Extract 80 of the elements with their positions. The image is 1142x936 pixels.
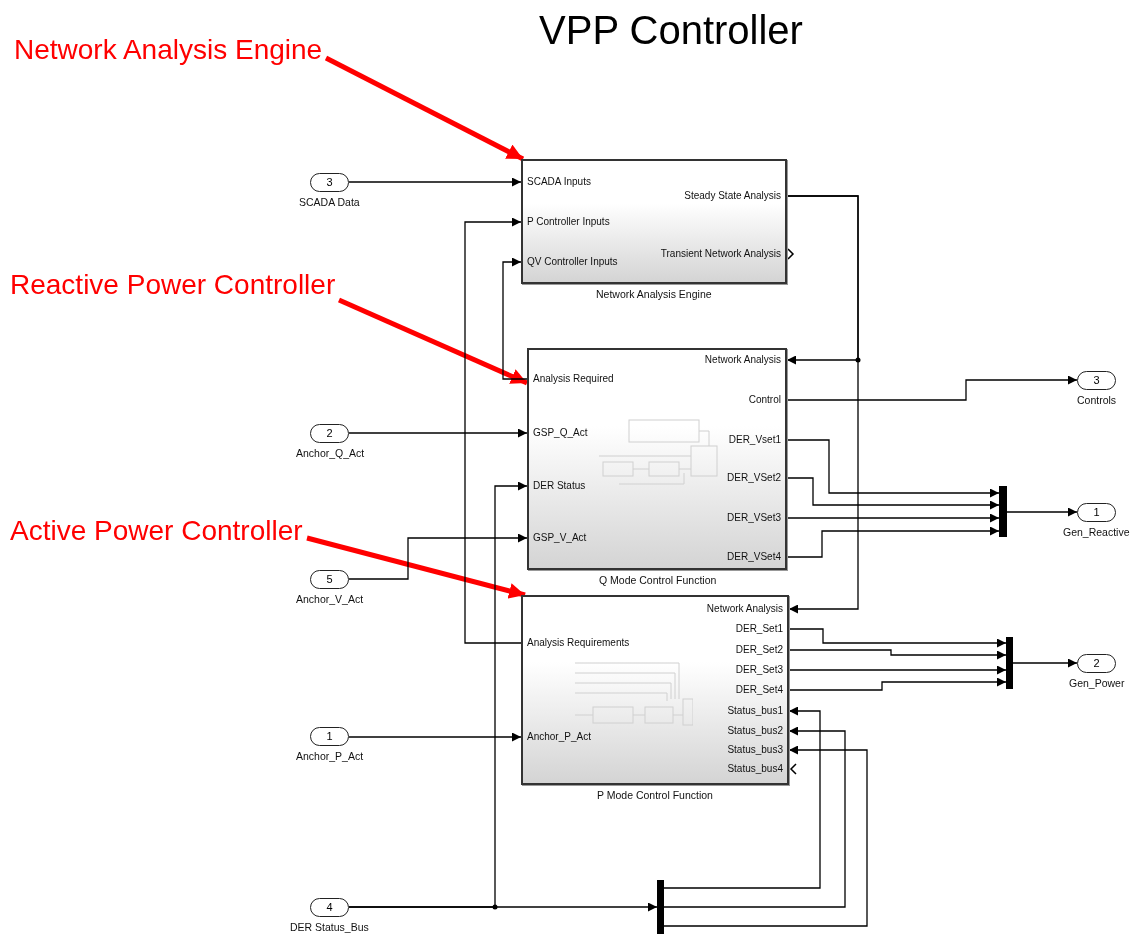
port-name-label: Anchor_P_Act	[296, 750, 364, 762]
port-name-label: Gen_Reactive	[1063, 526, 1130, 538]
signal-line	[786, 439, 1000, 498]
signal-line	[786, 526, 1000, 558]
mux-bar	[1006, 637, 1013, 689]
signal-line	[663, 745, 868, 927]
mux-bar	[999, 486, 1007, 537]
port-label: DER_Set2	[735, 644, 783, 656]
outport-block: 3	[1077, 371, 1116, 390]
signal-line	[502, 257, 528, 380]
signal-line	[663, 706, 821, 889]
port-name-label: Controls	[1077, 394, 1117, 406]
block-caption: Q Mode Control Function	[599, 574, 717, 586]
inport-block: 2	[310, 424, 349, 443]
signal-line	[788, 649, 1007, 660]
annotation-arrow	[338, 297, 528, 386]
signal-line	[1012, 658, 1078, 668]
inport-block: 3	[310, 173, 349, 192]
signal-line	[348, 428, 528, 438]
signal-line	[348, 177, 522, 187]
port-label: DER_Set1	[735, 623, 783, 635]
signal-line	[788, 677, 1007, 691]
signal-line	[786, 375, 1078, 401]
subsystem-block	[521, 595, 789, 785]
port-label: DER_VSet4	[727, 551, 781, 563]
signal-line	[348, 481, 528, 908]
port-name-label: DER Status_Bus	[290, 921, 369, 933]
signal-line	[788, 628, 1007, 648]
inport-block: 1	[310, 727, 349, 746]
annotation-text: Reactive Power Controller	[10, 268, 336, 308]
port-label: Anchor_P_Act	[527, 731, 591, 743]
signal-line	[348, 732, 522, 742]
outport-block: 1	[1077, 503, 1116, 522]
signal-line	[786, 195, 859, 614]
port-label: Transient Network Analysis	[660, 248, 781, 260]
port-label: Network Analysis	[704, 354, 781, 366]
port-label: QV Controller Inputs	[527, 256, 618, 268]
port-label: Status_bus1	[727, 705, 783, 717]
subsystem-block	[521, 159, 787, 284]
port-label: DER_Vset1	[728, 434, 781, 446]
port-label: Status_bus2	[727, 725, 783, 737]
block-caption: Network Analysis Engine	[596, 288, 712, 300]
port-label: SCADA Inputs	[527, 176, 591, 188]
port-label: Steady State Analysis	[684, 190, 781, 202]
signal-line	[786, 477, 1000, 510]
annotation-text: Active Power Controller	[10, 514, 303, 554]
signal-line	[786, 513, 1000, 523]
signal-line	[464, 217, 522, 644]
annotation-arrow	[306, 535, 526, 599]
signal-line	[1006, 507, 1078, 517]
port-label: Status_bus3	[727, 744, 783, 756]
port-label: Status_bus4	[727, 763, 783, 775]
port-label: GSP_Q_Act	[533, 427, 588, 439]
port-label: DER_Set4	[735, 684, 783, 696]
port-name-label: Anchor_Q_Act	[296, 447, 365, 459]
port-label: Analysis Required	[533, 373, 614, 385]
port-label: GSP_V_Act	[533, 532, 587, 544]
port-label: Control	[748, 394, 781, 406]
port-name-label: Gen_Power	[1069, 677, 1125, 689]
subsystem-block	[527, 348, 787, 570]
annotation-text: Network Analysis Engine	[14, 33, 323, 73]
signal-line	[663, 726, 846, 908]
port-label: DER_VSet3	[727, 512, 781, 524]
mux-bar	[657, 880, 664, 934]
port-label: P Controller Inputs	[527, 216, 610, 228]
port-label: Analysis Requirements	[527, 637, 630, 649]
signal-line	[348, 533, 528, 580]
diagram-title: VPP Controller	[538, 8, 803, 52]
port-label: DER_Set3	[735, 664, 783, 676]
port-name-label: Anchor_V_Act	[296, 593, 364, 605]
block-caption: P Mode Control Function	[597, 789, 713, 801]
annotation-arrow	[324, 55, 525, 162]
outport-block: 2	[1077, 654, 1116, 673]
inport-block: 5	[310, 570, 349, 589]
signal-line	[788, 665, 1007, 675]
port-label: Network Analysis	[706, 603, 783, 615]
port-name-label: SCADA Data	[299, 196, 360, 208]
port-label: DER Status	[533, 480, 586, 492]
port-label: DER_VSet2	[727, 472, 781, 484]
inport-block: 4	[310, 898, 349, 917]
